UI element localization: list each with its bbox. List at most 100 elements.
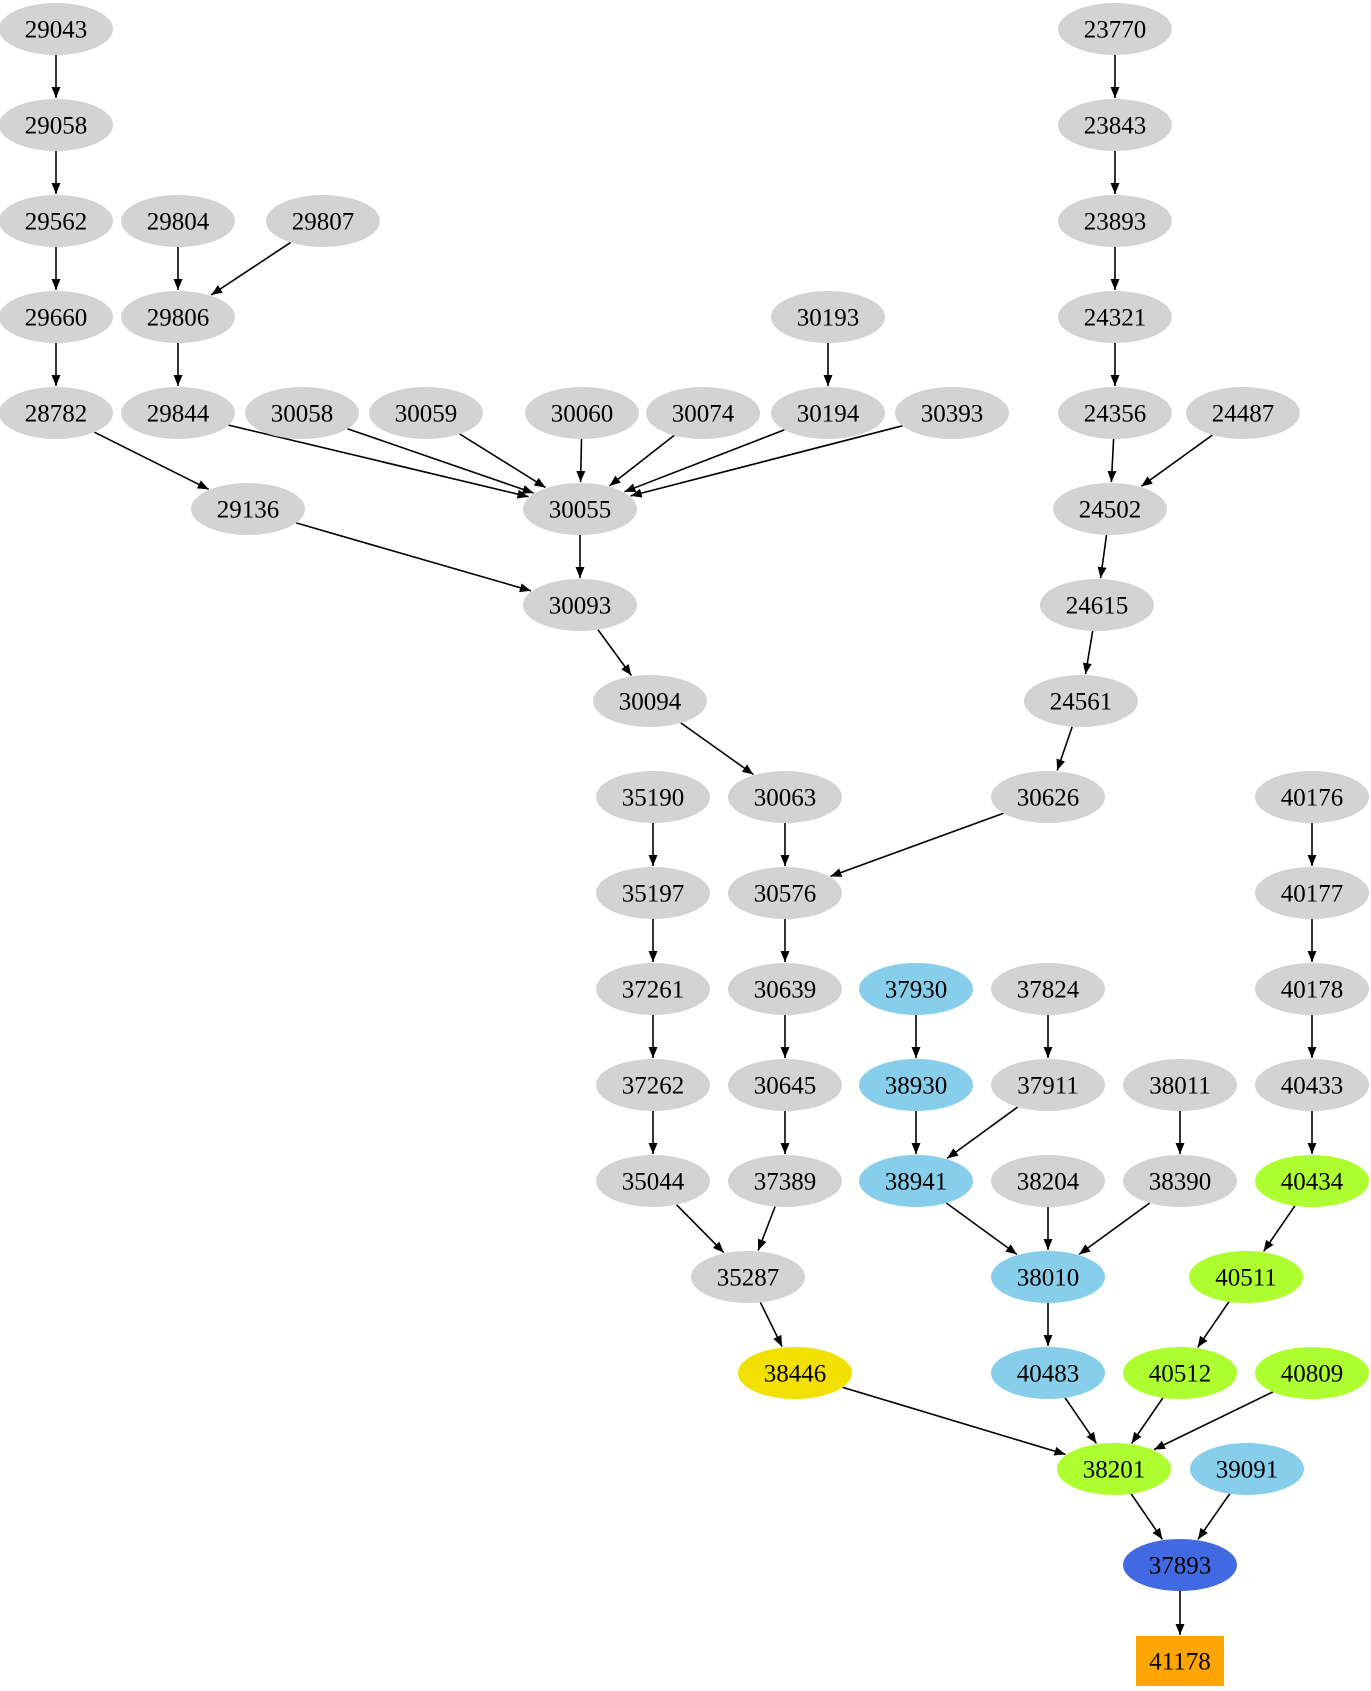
graph-node-24561: 24561 <box>1024 675 1138 727</box>
node-label: 24321 <box>1084 305 1147 332</box>
node-ellipse-shape <box>1040 579 1154 631</box>
node-ellipse-shape <box>121 195 235 247</box>
graph-edge-37389-35287 <box>757 1206 776 1251</box>
node-label: 40434 <box>1281 1169 1344 1196</box>
graph-node-38204: 38204 <box>991 1155 1105 1207</box>
graph-node-30193: 30193 <box>771 291 885 343</box>
graph-edge-40483-38201 <box>1064 1397 1098 1444</box>
node-label: 24561 <box>1050 689 1113 716</box>
node-ellipse-shape <box>1255 771 1369 823</box>
graph-node-30194: 30194 <box>771 387 885 439</box>
node-label: 35197 <box>622 881 685 908</box>
graph-node-37389: 37389 <box>728 1155 842 1207</box>
node-ellipse-shape <box>121 291 235 343</box>
graph-node-29058: 29058 <box>0 99 113 151</box>
graph-node-40433: 40433 <box>1255 1059 1369 1111</box>
node-ellipse-shape <box>523 579 637 631</box>
node-ellipse-shape <box>191 483 305 535</box>
graph-edge-40434-40511 <box>1262 1205 1296 1252</box>
node-label: 30059 <box>395 401 458 428</box>
node-label: 29136 <box>217 497 280 524</box>
graph-node-37911: 37911 <box>991 1059 1105 1111</box>
node-ellipse-shape <box>895 387 1009 439</box>
node-label: 38446 <box>764 1361 827 1388</box>
node-ellipse-shape <box>245 387 359 439</box>
graph-edge-30093-30094 <box>597 629 633 676</box>
graph-node-30639: 30639 <box>728 963 842 1015</box>
node-ellipse-shape <box>691 1251 805 1303</box>
node-label: 38201 <box>1083 1457 1146 1484</box>
node-ellipse-shape <box>1255 1347 1369 1399</box>
node-ellipse-shape <box>369 387 483 439</box>
node-label: 24502 <box>1079 497 1142 524</box>
node-ellipse-shape <box>0 387 113 439</box>
graph-node-29806: 29806 <box>121 291 235 343</box>
graph-node-29136: 29136 <box>191 483 305 535</box>
node-ellipse-shape <box>596 771 710 823</box>
graph-node-30094: 30094 <box>593 675 707 727</box>
node-label: 37824 <box>1017 977 1080 1004</box>
node-ellipse-shape <box>1255 1155 1369 1207</box>
graph-node-41178: 41178 <box>1136 1636 1224 1686</box>
node-label: 40433 <box>1281 1073 1344 1100</box>
node-ellipse-shape <box>0 195 113 247</box>
node-ellipse-shape <box>728 1155 842 1207</box>
graph-node-35044: 35044 <box>596 1155 710 1207</box>
graph-node-24356: 24356 <box>1058 387 1172 439</box>
graph-node-40178: 40178 <box>1255 963 1369 1015</box>
graph-node-37930: 37930 <box>859 963 973 1015</box>
node-ellipse-shape <box>991 1251 1105 1303</box>
node-label: 38930 <box>885 1073 948 1100</box>
node-ellipse-shape <box>728 771 842 823</box>
node-label: 24487 <box>1212 401 1275 428</box>
graph-node-28782: 28782 <box>0 387 113 439</box>
node-label: 30626 <box>1017 785 1080 812</box>
node-label: 30393 <box>921 401 984 428</box>
node-ellipse-shape <box>1058 195 1172 247</box>
graph-node-30060: 30060 <box>525 387 639 439</box>
graph-node-40434: 40434 <box>1255 1155 1369 1207</box>
node-label: 29844 <box>147 401 210 428</box>
node-label: 37911 <box>1017 1073 1079 1100</box>
graph-node-40177: 40177 <box>1255 867 1369 919</box>
node-ellipse-shape <box>771 291 885 343</box>
node-ellipse-shape <box>859 1155 973 1207</box>
node-label: 37930 <box>885 977 948 1004</box>
node-label: 23770 <box>1084 17 1147 44</box>
graph-node-29660: 29660 <box>0 291 113 343</box>
node-ellipse-shape <box>1255 963 1369 1015</box>
node-label: 29562 <box>25 209 88 236</box>
node-ellipse-shape <box>1024 675 1138 727</box>
node-ellipse-shape <box>0 291 113 343</box>
graph-edge-38941-38010 <box>945 1202 1018 1256</box>
node-ellipse-shape <box>859 963 973 1015</box>
graph-node-37824: 37824 <box>991 963 1105 1015</box>
graph-edge-30626-30576 <box>830 812 1004 878</box>
node-ellipse-shape <box>991 1155 1105 1207</box>
node-label: 38011 <box>1149 1073 1211 1100</box>
node-label: 40176 <box>1281 785 1344 812</box>
graph-node-37893: 37893 <box>1123 1539 1237 1591</box>
graph-edge-24356-24502 <box>1107 438 1117 483</box>
node-ellipse-shape <box>525 387 639 439</box>
graph-node-29562: 29562 <box>0 195 113 247</box>
graph-node-40176: 40176 <box>1255 771 1369 823</box>
node-label: 40511 <box>1215 1265 1277 1292</box>
node-ellipse-shape <box>728 963 842 1015</box>
node-label: 24615 <box>1066 593 1129 620</box>
graph-node-35190: 35190 <box>596 771 710 823</box>
node-label: 35190 <box>622 785 685 812</box>
graph-edge-37911-38941 <box>946 1106 1019 1160</box>
node-ellipse-shape <box>991 1059 1105 1111</box>
node-ellipse-shape <box>1057 1443 1171 1495</box>
node-label: 24356 <box>1084 401 1147 428</box>
node-label: 30058 <box>271 401 334 428</box>
node-ellipse-shape <box>1123 1059 1237 1111</box>
graph-node-40809: 40809 <box>1255 1347 1369 1399</box>
graph-node-24487: 24487 <box>1186 387 1300 439</box>
graph-node-30576: 30576 <box>728 867 842 919</box>
graph-edge-38446-38201 <box>842 1386 1066 1456</box>
graph-edge-35287-38446 <box>759 1302 783 1348</box>
node-label: 40512 <box>1149 1361 1212 1388</box>
